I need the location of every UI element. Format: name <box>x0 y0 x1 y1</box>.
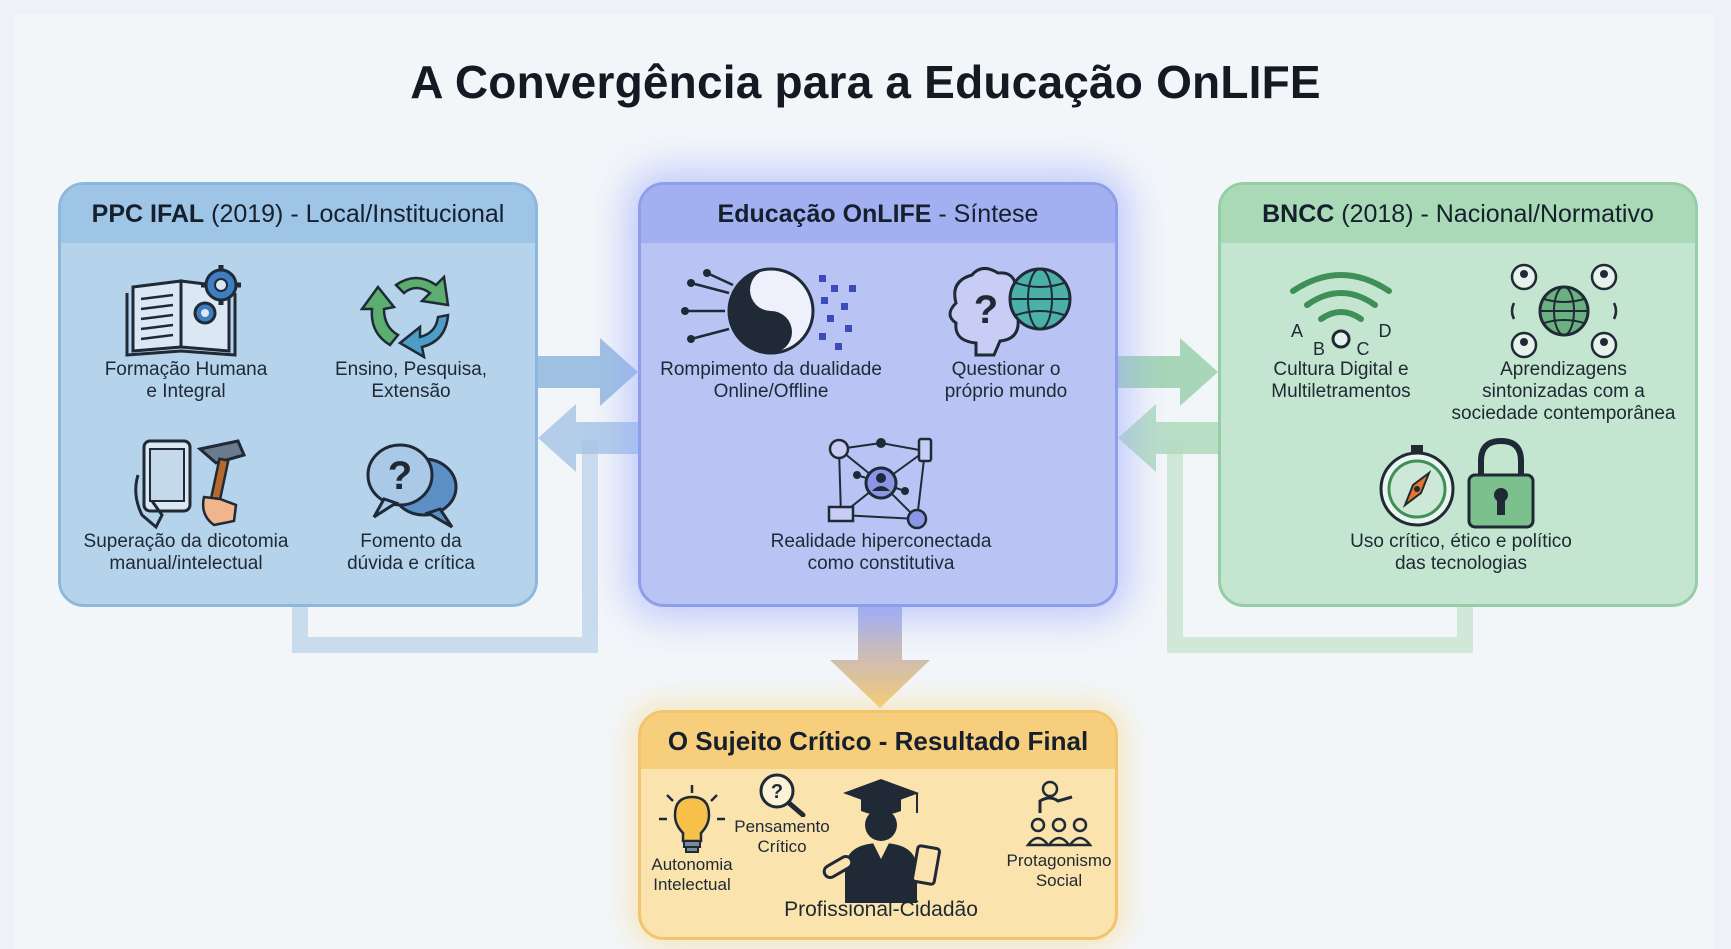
globe-people-icon <box>1510 263 1617 359</box>
panel-header-sujeito-critico: O Sujeito Crítico - Resultado Final <box>641 713 1115 769</box>
item-superacao-dicotomia: Superação da dicotomia manual/intelectua… <box>71 435 301 575</box>
abcd-letter: A <box>1291 321 1303 341</box>
item-label: Cultura Digital e Multiletramentos <box>1271 359 1411 402</box>
compass-lock-icon <box>1379 437 1535 529</box>
item-cultura-digital: A B C D Cultura Digital e Multiletrament… <box>1246 263 1436 403</box>
network-people-icon <box>827 437 933 530</box>
wifi-abcd-icon: A B C D <box>1290 272 1392 359</box>
item-profissional-cidadao-label: Profissional-Cidadão <box>754 899 1008 921</box>
abcd-letter: D <box>1379 321 1392 341</box>
item-formacao-humana: Formação Humana e Integral <box>81 263 291 403</box>
graduate-icon <box>822 779 941 903</box>
abcd-letter: B <box>1313 339 1325 359</box>
abcd-letter: C <box>1357 339 1370 359</box>
item-label: Pensamento Crítico <box>734 817 830 856</box>
panel-bncc: BNCC (2018) - Nacional/Normativo A B C D… <box>1218 182 1698 607</box>
header-bold-text: PPC IFAL <box>91 200 205 228</box>
magnifier-icon: ? <box>759 773 806 817</box>
header-bold-text: BNCC <box>1262 200 1335 228</box>
item-questionar-mundo: ? Questionar o próprio mundo <box>906 263 1106 403</box>
item-rompimento-dualidade: Rompimento da dualidade Online/Offline <box>646 263 896 403</box>
diagram-title: A Convergência para a Educação OnLIFE <box>410 56 1321 108</box>
header-rest-text: (2018) - Nacional/Normativo <box>1334 200 1654 228</box>
arrow-center-to-right <box>1116 338 1218 406</box>
item-label: Aprendizagens sintonizadas com a socieda… <box>1451 359 1676 424</box>
item-label: Formação Humana e Integral <box>104 359 268 402</box>
arrow-center-to-bottom <box>830 606 930 708</box>
yin-yang-circuit-icon <box>681 267 856 355</box>
item-label: Autonomia Intelectual <box>651 855 733 894</box>
item-label: Fomento da dúvida e crítica <box>347 531 475 574</box>
item-realidade-hiperconectada: Realidade hiperconectada como constituti… <box>731 435 1031 575</box>
svg-text:?: ? <box>771 781 783 803</box>
item-protagonismo-social: Protagonismo Social <box>1001 779 1115 891</box>
panel-ppc-ifal: PPC IFAL (2019) - Local/Institucional Fo… <box>58 182 538 607</box>
item-fomento-duvida: ? Fomento da dúvida e crítica <box>306 435 516 575</box>
panel-sujeito-critico: O Sujeito Crítico - Resultado Final Auto… <box>638 710 1118 940</box>
item-label: Uso crítico, ético e político das tecnol… <box>1350 531 1572 574</box>
recycle-arrows-icon <box>359 274 450 359</box>
book-gears-icon <box>125 265 241 357</box>
item-aprendizagens-sintonizadas: Aprendizagens sintonizadas com a socieda… <box>1441 263 1686 425</box>
arrow-left-to-center <box>536 338 638 406</box>
arrow-center-to-left <box>538 404 638 472</box>
svg-text:?: ? <box>974 288 998 332</box>
item-label: Ensino, Pesquisa, Extensão <box>334 359 488 402</box>
tablet-hammer-icon <box>134 439 247 530</box>
panel-header-ppc-ifal: PPC IFAL (2019) - Local/Institucional <box>61 185 535 243</box>
right-loop-connector <box>1167 440 1473 653</box>
panel-header-bncc: BNCC (2018) - Nacional/Normativo <box>1221 185 1695 243</box>
item-label: Superação da dicotomia manual/intelectua… <box>83 531 289 574</box>
header-rest-text: - Síntese <box>931 200 1039 228</box>
panel-educacao-onlife: Educação OnLIFE - Síntese Rompimento da … <box>638 182 1118 607</box>
item-pensamento-critico: ? Pensamento Crítico <box>727 771 837 857</box>
header-bold-text: Educação OnLIFE <box>717 200 932 228</box>
item-label: Protagonismo Social <box>1006 851 1112 890</box>
item-label: Rompimento da dualidade Online/Offline <box>660 359 882 402</box>
question-bubbles-icon: ? <box>366 443 458 529</box>
item-ensino-pesquisa: Ensino, Pesquisa, Extensão <box>306 263 516 403</box>
item-autonomia-intelectual: Autonomia Intelectual <box>647 783 737 895</box>
item-uso-critico: Uso crítico, ético e político das tecnol… <box>1311 435 1611 575</box>
panel-header-educacao-onlife: Educação OnLIFE - Síntese <box>641 185 1115 243</box>
svg-text:?: ? <box>388 454 412 498</box>
item-profissional-cidadao <box>761 775 1001 903</box>
arrow-right-to-center <box>1118 404 1218 472</box>
lightbulb-icon <box>659 785 725 853</box>
item-label: Realidade hiperconectada como constituti… <box>770 531 992 574</box>
item-label: Profissional-Cidadão <box>784 898 978 921</box>
item-label: Questionar o próprio mundo <box>944 359 1068 402</box>
brain-globe-icon: ? <box>948 267 1072 357</box>
teacher-group-icon <box>1025 780 1093 847</box>
left-loop-connector <box>292 440 598 653</box>
header-rest-text: (2019) - Local/Institucional <box>204 200 505 228</box>
